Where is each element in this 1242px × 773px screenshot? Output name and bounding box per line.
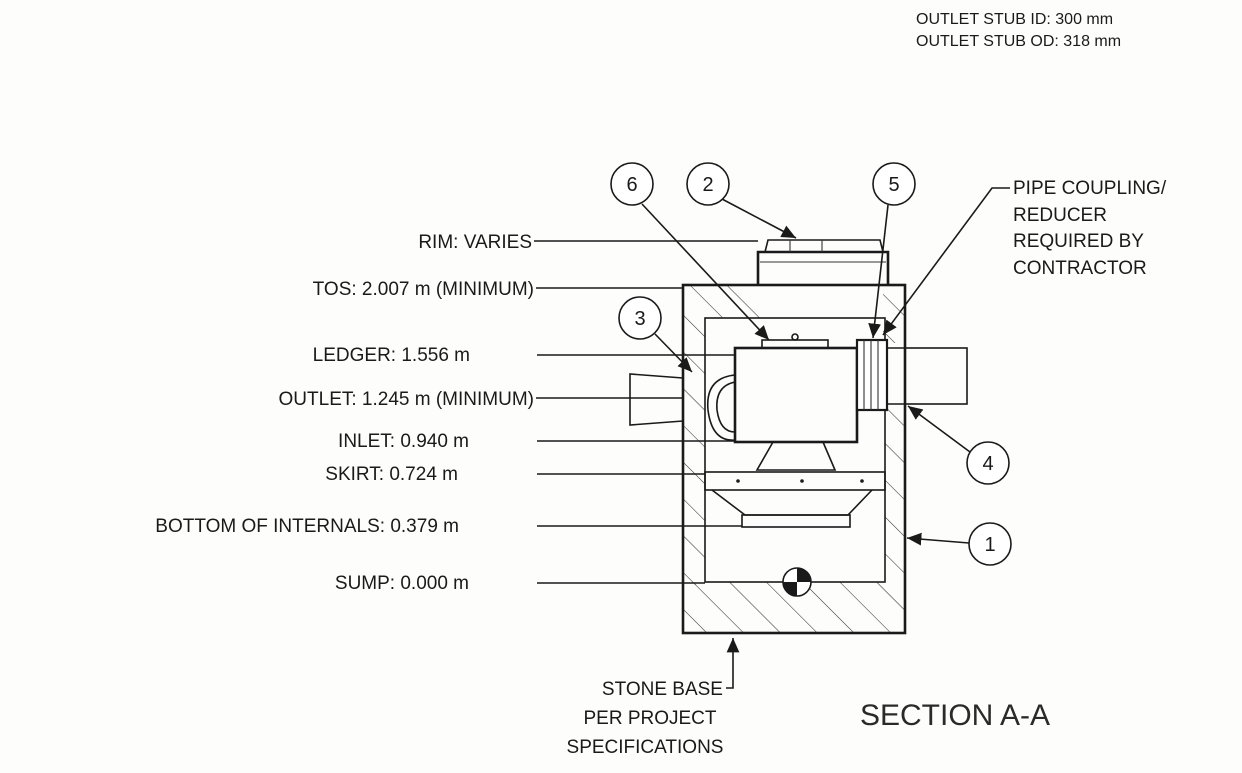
callout-3: 3 — [618, 296, 662, 340]
section-title: SECTION A-A — [860, 699, 1050, 732]
sump-label: SUMP: 0.000 m — [335, 573, 469, 594]
coupling-note-line: REDUCER — [1013, 205, 1107, 226]
cover-top — [764, 239, 884, 253]
frame-and-cover — [756, 250, 890, 285]
pipe-coupling — [855, 338, 889, 412]
bottom-of-internals-label: BOTTOM OF INTERNALS: 0.379 m — [155, 516, 459, 537]
callout-2-leader — [721, 198, 797, 239]
skirt-plate — [704, 471, 886, 491]
skirt-bolt — [800, 479, 804, 483]
coupling-note: PIPE COUPLING/ REDUCER REQUIRED BY CONTR… — [1013, 178, 1167, 279]
callout-1: 1 — [968, 522, 1012, 566]
outlet-label: OUTLET: 1.245 m (MINIMUM) — [279, 389, 534, 410]
inlet-bend-inner — [716, 381, 736, 433]
stone-base-leader — [726, 638, 740, 689]
outlet-stub-id: OUTLET STUB ID: 300 mm — [916, 11, 1113, 28]
callout-5-leader — [868, 204, 889, 339]
svg-text:2: 2 — [702, 174, 713, 196]
svg-text:1: 1 — [984, 534, 995, 556]
coupling-note-line: PIPE COUPLING/ — [1013, 178, 1167, 199]
rim-label: RIM: VARIES — [418, 232, 532, 253]
inlet-pipe — [629, 373, 684, 426]
callout-6: 6 — [610, 162, 654, 206]
skirt-cone — [755, 441, 837, 471]
stone-base-note: STONE BASE PER PROJECT SPECIFICATIONS — [567, 679, 724, 758]
lid-knob — [791, 333, 799, 341]
stone-base-note-line: STONE BASE — [602, 679, 723, 700]
svg-text:5: 5 — [888, 174, 899, 196]
coupling-note-line: REQUIRED BY — [1013, 231, 1144, 252]
inlet-label: INLET: 0.940 m — [338, 431, 469, 452]
callout-3-leader — [654, 333, 693, 373]
svg-text:3: 3 — [634, 308, 645, 330]
stone-base-note-line: SPECIFICATIONS — [567, 737, 724, 758]
callout-4: 4 — [966, 441, 1010, 485]
ledger-label: LEDGER: 1.556 m — [313, 345, 470, 366]
stone-base-note-line: PER PROJECT — [583, 708, 716, 729]
left-wall — [683, 285, 705, 585]
bottom-cone — [711, 489, 873, 516]
skirt-bolt — [736, 479, 740, 483]
callout-2: 2 — [686, 162, 730, 206]
structure-outline — [681, 283, 907, 635]
coupling-note-leader — [882, 187, 1010, 336]
coupling-note-line: CONTRACTOR — [1013, 258, 1147, 279]
tos-label: TOS: 2.007 m (MINIMUM) — [313, 279, 534, 300]
sump-marker-icon — [782, 567, 812, 597]
outlet-pipe — [904, 347, 968, 405]
callout-1-leader — [906, 532, 970, 546]
right-wall-upper — [883, 285, 905, 343]
skirt-bolt — [860, 479, 864, 483]
bottom-plate — [741, 514, 851, 528]
svg-text:6: 6 — [626, 174, 637, 196]
inlet-bend — [706, 374, 736, 441]
right-wall-lower — [885, 402, 905, 585]
outlet-stub-od: OUTLET STUB OD: 318 mm — [916, 33, 1121, 50]
callout-6-leader — [641, 203, 770, 341]
internal-unit — [733, 346, 859, 444]
skirt-label: SKIRT: 0.724 m — [325, 464, 458, 485]
callout-5: 5 — [872, 162, 916, 206]
callout-4-leader — [907, 405, 971, 453]
svg-text:4: 4 — [982, 453, 993, 475]
